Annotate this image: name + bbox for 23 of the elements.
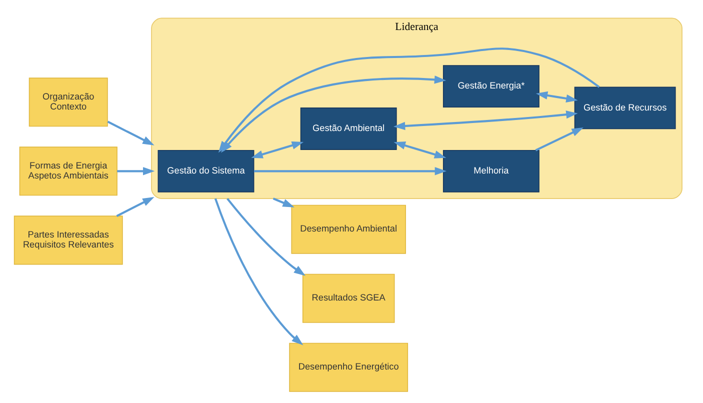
node-box: Desempenho Energético bbox=[289, 342, 408, 392]
arrow bbox=[107, 120, 154, 146]
arrow bbox=[214, 198, 304, 346]
node-box: Gestão Ambiental bbox=[300, 108, 397, 150]
arrow bbox=[272, 198, 294, 208]
arrow bbox=[251, 142, 304, 158]
arrow bbox=[116, 196, 154, 217]
arrow bbox=[117, 167, 155, 176]
node-box: Desempenho Ambiental bbox=[291, 204, 406, 254]
node-box: Gestão Energia* bbox=[442, 65, 540, 108]
arrow bbox=[226, 198, 306, 276]
node-box: Resultados SGEA bbox=[302, 274, 395, 323]
node-box: Formas de Energia Aspetos Ambientais bbox=[19, 146, 118, 196]
node-box: Gestão de Recursos bbox=[574, 86, 676, 130]
arrow bbox=[536, 91, 578, 103]
arrow bbox=[393, 110, 578, 130]
arrow bbox=[535, 127, 584, 152]
arrow bbox=[394, 142, 446, 158]
node-box: Organização Contexto bbox=[28, 78, 108, 127]
node-box: Gestão do Sistema bbox=[158, 150, 254, 192]
node-box: Melhoria bbox=[442, 150, 540, 192]
arrow bbox=[254, 167, 446, 176]
node-box: Partes Interessadas Requisitos Relevantes bbox=[14, 216, 123, 265]
